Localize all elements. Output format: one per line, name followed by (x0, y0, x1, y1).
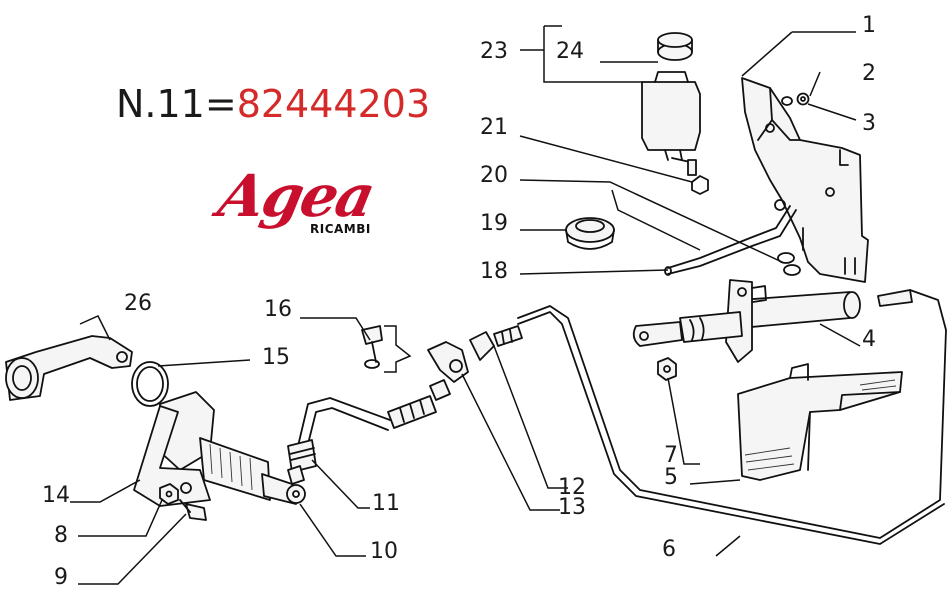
callout-19: 19 (480, 211, 508, 236)
callout-2: 2 (862, 61, 876, 86)
clutch-pipe (517, 289, 947, 545)
callout-4: 4 (862, 327, 876, 352)
flex-hose (287, 379, 451, 473)
bolt-part-9 (179, 499, 207, 521)
nut-part-8 (159, 483, 179, 505)
reservoir-part (641, 71, 701, 176)
brand-logo: Agea RICAMBI (212, 162, 382, 252)
callout-13: 13 (558, 495, 586, 520)
callout-1: 1 (862, 13, 876, 38)
callout-24: 24 (556, 39, 584, 64)
cylinder-bracket (133, 405, 211, 507)
callout-3: 3 (862, 111, 876, 136)
part-number-header: N.11=82444203 (116, 82, 430, 126)
nut-part (781, 92, 810, 106)
callout-10: 10 (370, 539, 398, 564)
callout-9: 9 (54, 565, 68, 590)
supply-hose (664, 205, 797, 276)
callout-15: 15 (262, 345, 290, 370)
line-bracket (427, 341, 469, 383)
callout-18: 18 (480, 259, 508, 284)
callout-26: 26 (124, 291, 152, 316)
reservoir-cap (657, 32, 693, 61)
header-prefix: N.11= (116, 82, 237, 126)
union-fitting (469, 325, 523, 361)
callout-20: 20 (480, 163, 508, 188)
header-part-code: 82444203 (236, 82, 431, 126)
grommet-part (565, 217, 615, 250)
callout-12: 12 (558, 475, 586, 500)
callout-labels: 1 2 3 4 5 6 7 8 9 10 11 12 13 14 15 16 1… (42, 13, 876, 590)
callout-14: 14 (42, 483, 70, 508)
heat-shield (737, 363, 903, 481)
callout-7: 7 (664, 443, 678, 468)
nut-part-7 (657, 357, 677, 381)
hose-clamps (777, 252, 801, 276)
callout-5: 5 (664, 465, 678, 490)
circlip-part (131, 361, 169, 407)
release-lever (5, 335, 133, 401)
leader-lines (70, 25, 861, 585)
master-cylinder (632, 279, 861, 363)
callout-8: 8 (54, 523, 68, 548)
callout-11: 11 (372, 491, 400, 516)
logo-subtitle: RICAMBI (310, 222, 371, 236)
callout-21: 21 (480, 115, 508, 140)
bolt-part-16 (361, 325, 383, 369)
pipe-fitting-end (877, 289, 913, 307)
bracket-part (741, 77, 869, 283)
callout-16: 16 (264, 297, 292, 322)
hose-clip-21 (691, 175, 709, 195)
callout-23: 23 (480, 39, 508, 64)
slave-cylinder (157, 391, 306, 505)
callout-6: 6 (662, 537, 676, 562)
